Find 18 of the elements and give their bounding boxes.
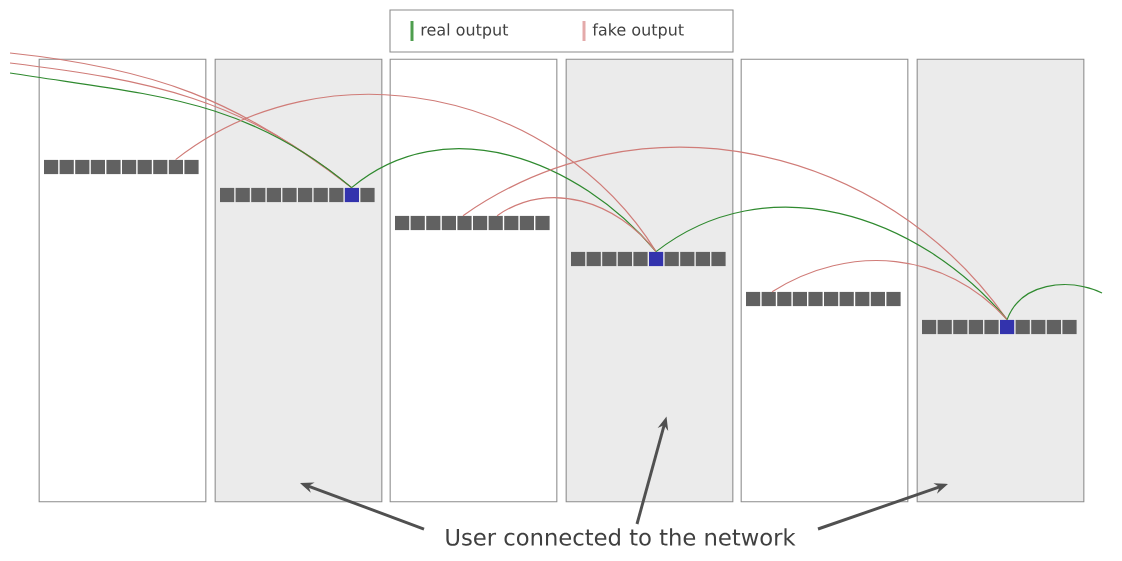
legend-label: fake output xyxy=(592,23,684,39)
block-strip xyxy=(44,159,199,175)
block-strip xyxy=(571,251,726,267)
column-panel xyxy=(214,58,383,503)
curve-line xyxy=(771,259,1008,321)
block-strip xyxy=(220,187,375,203)
legend-label: real output xyxy=(421,23,509,39)
column-panel xyxy=(38,58,207,503)
column-panel xyxy=(740,58,909,503)
column-panel xyxy=(916,58,1085,503)
caption-text: User connected to the network xyxy=(446,528,796,546)
block-strip xyxy=(395,215,550,231)
curve-line xyxy=(1006,284,1103,321)
block-strip xyxy=(922,319,1077,335)
column-panel xyxy=(565,58,734,503)
column-panel xyxy=(389,58,558,503)
block-strip xyxy=(746,291,901,307)
curve-line xyxy=(496,196,657,253)
